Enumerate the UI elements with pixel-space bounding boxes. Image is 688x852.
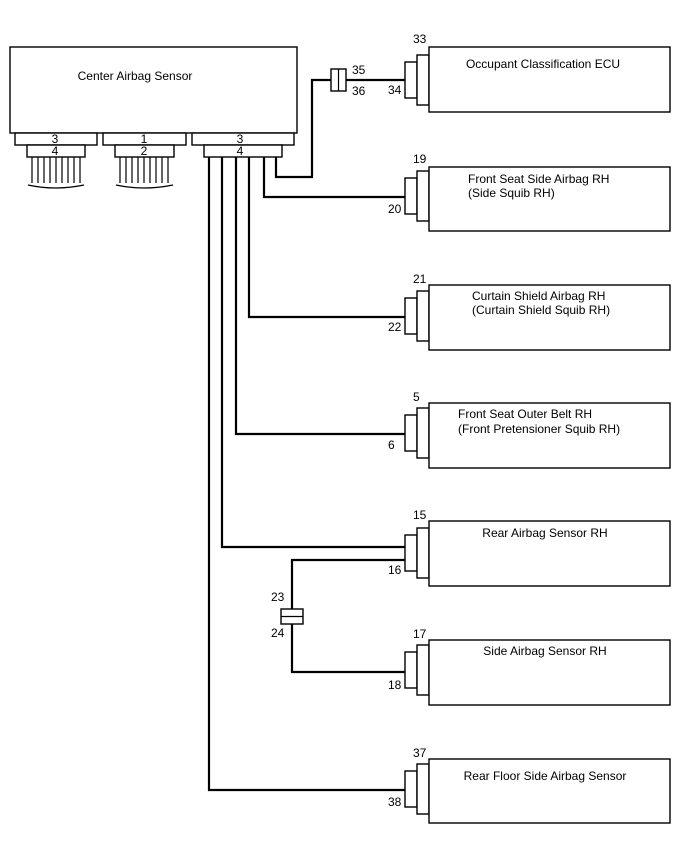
device-side-airbag-sensor-rh-pin-top: 17 bbox=[413, 627, 427, 641]
center-airbag-sensor: Center Airbag Sensor 3 4 bbox=[9, 46, 298, 189]
device-rear-airbag-sensor-rh-label: Rear Airbag Sensor RH bbox=[482, 526, 607, 540]
device-front-seat-outer-belt-rh-label: Front Seat Outer Belt RH bbox=[458, 407, 592, 421]
wire-occupant-classification-ecu-a bbox=[274, 78, 331, 179]
device-rear-floor-side-airbag-sensor: Rear Floor Side Airbag Sensor 37 38 bbox=[388, 746, 671, 824]
center-connector-2-top-pin: 1 bbox=[141, 132, 148, 146]
wire-rear-sensor-to-splice bbox=[290, 558, 405, 609]
wire-harness bbox=[207, 78, 405, 792]
center-connector-2-bottom-pin: 2 bbox=[141, 144, 148, 158]
device-curtain-shield-airbag-rh: Curtain Shield Airbag RH (Curtain Shield… bbox=[388, 272, 671, 351]
device-front-seat-side-airbag-rh-sublabel: (Side Squib RH) bbox=[468, 186, 555, 200]
device-rear-airbag-sensor-rh: Rear Airbag Sensor RH 15 16 bbox=[388, 508, 671, 587]
center-connector-3-top-pin: 3 bbox=[237, 132, 244, 146]
device-rear-airbag-sensor-rh-pin-bottom: 16 bbox=[388, 563, 402, 577]
device-front-seat-side-airbag-rh-label: Front Seat Side Airbag RH bbox=[468, 172, 609, 186]
center-connector-2-wire-bundle bbox=[115, 157, 174, 189]
device-occupant-classification-ecu-pin-bottom: 34 bbox=[388, 83, 402, 97]
device-front-seat-outer-belt-rh: Front Seat Outer Belt RH (Front Pretensi… bbox=[388, 390, 671, 469]
device-front-seat-outer-belt-rh-sublabel: (Front Pretensioner Squib RH) bbox=[458, 422, 620, 436]
device-curtain-shield-airbag-rh-sublabel: (Curtain Shield Squib RH) bbox=[472, 303, 610, 317]
device-curtain-shield-airbag-rh-pin-bottom: 22 bbox=[388, 320, 402, 334]
device-rear-floor-side-airbag-sensor-pin-top: 37 bbox=[413, 746, 427, 760]
wire-curtain-shield-airbag bbox=[247, 157, 405, 319]
device-occupant-classification-ecu-label: Occupant Classification ECU bbox=[466, 57, 620, 71]
device-rear-floor-side-airbag-sensor-label: Rear Floor Side Airbag Sensor bbox=[464, 769, 627, 783]
device-front-seat-outer-belt-rh-pin-bottom: 6 bbox=[388, 438, 395, 452]
center-airbag-sensor-body bbox=[9, 46, 298, 134]
device-side-airbag-sensor-rh-label: Side Airbag Sensor RH bbox=[483, 644, 606, 658]
device-occupant-classification-ecu-pin-top: 33 bbox=[413, 32, 427, 46]
center-connector-1: 3 4 bbox=[14, 132, 98, 189]
device-curtain-shield-airbag-rh-pin-top: 21 bbox=[413, 272, 427, 286]
splice-connector-23-24: 23 24 bbox=[271, 590, 304, 640]
wire-splice-to-side-sensor bbox=[290, 624, 405, 674]
device-side-airbag-sensor-rh-pin-bottom: 18 bbox=[388, 678, 402, 692]
center-connector-3-bottom-pin: 4 bbox=[237, 144, 244, 158]
splice-pin-24: 24 bbox=[271, 626, 285, 640]
splice-pin-35: 35 bbox=[352, 63, 366, 77]
center-connector-1-bottom-pin: 4 bbox=[52, 144, 59, 158]
device-rear-airbag-sensor-rh-pin-top: 15 bbox=[413, 508, 427, 522]
device-front-seat-side-airbag-rh: Front Seat Side Airbag RH (Side Squib RH… bbox=[388, 152, 671, 232]
device-front-seat-side-airbag-rh-pin-bottom: 20 bbox=[388, 202, 402, 216]
wire-front-seat-outer-belt bbox=[234, 157, 405, 436]
device-rear-floor-side-airbag-sensor-pin-bottom: 38 bbox=[388, 795, 402, 809]
center-connector-3: 3 4 bbox=[191, 132, 295, 158]
splice-connector-35-36: 35 36 bbox=[330, 63, 366, 98]
splice-pin-36: 36 bbox=[352, 84, 366, 98]
wire-rear-airbag-sensor bbox=[220, 157, 405, 549]
device-side-airbag-sensor-rh: Side Airbag Sensor RH 17 18 bbox=[388, 627, 671, 706]
splice-pin-23: 23 bbox=[271, 590, 285, 604]
device-front-seat-outer-belt-rh-pin-top: 5 bbox=[413, 390, 420, 404]
center-connector-1-wire-bundle bbox=[27, 157, 85, 189]
center-connector-1-top-pin: 3 bbox=[52, 132, 59, 146]
center-airbag-sensor-label: Center Airbag Sensor bbox=[78, 69, 193, 83]
wire-front-seat-side-airbag bbox=[262, 157, 405, 199]
center-connector-2: 1 2 bbox=[102, 132, 187, 189]
wire-rear-floor-side-airbag-sensor bbox=[207, 157, 405, 792]
device-occupant-classification-ecu: Occupant Classification ECU 33 34 bbox=[388, 32, 671, 113]
device-front-seat-side-airbag-rh-pin-top: 19 bbox=[413, 152, 427, 166]
device-curtain-shield-airbag-rh-label: Curtain Shield Airbag RH bbox=[472, 289, 605, 303]
